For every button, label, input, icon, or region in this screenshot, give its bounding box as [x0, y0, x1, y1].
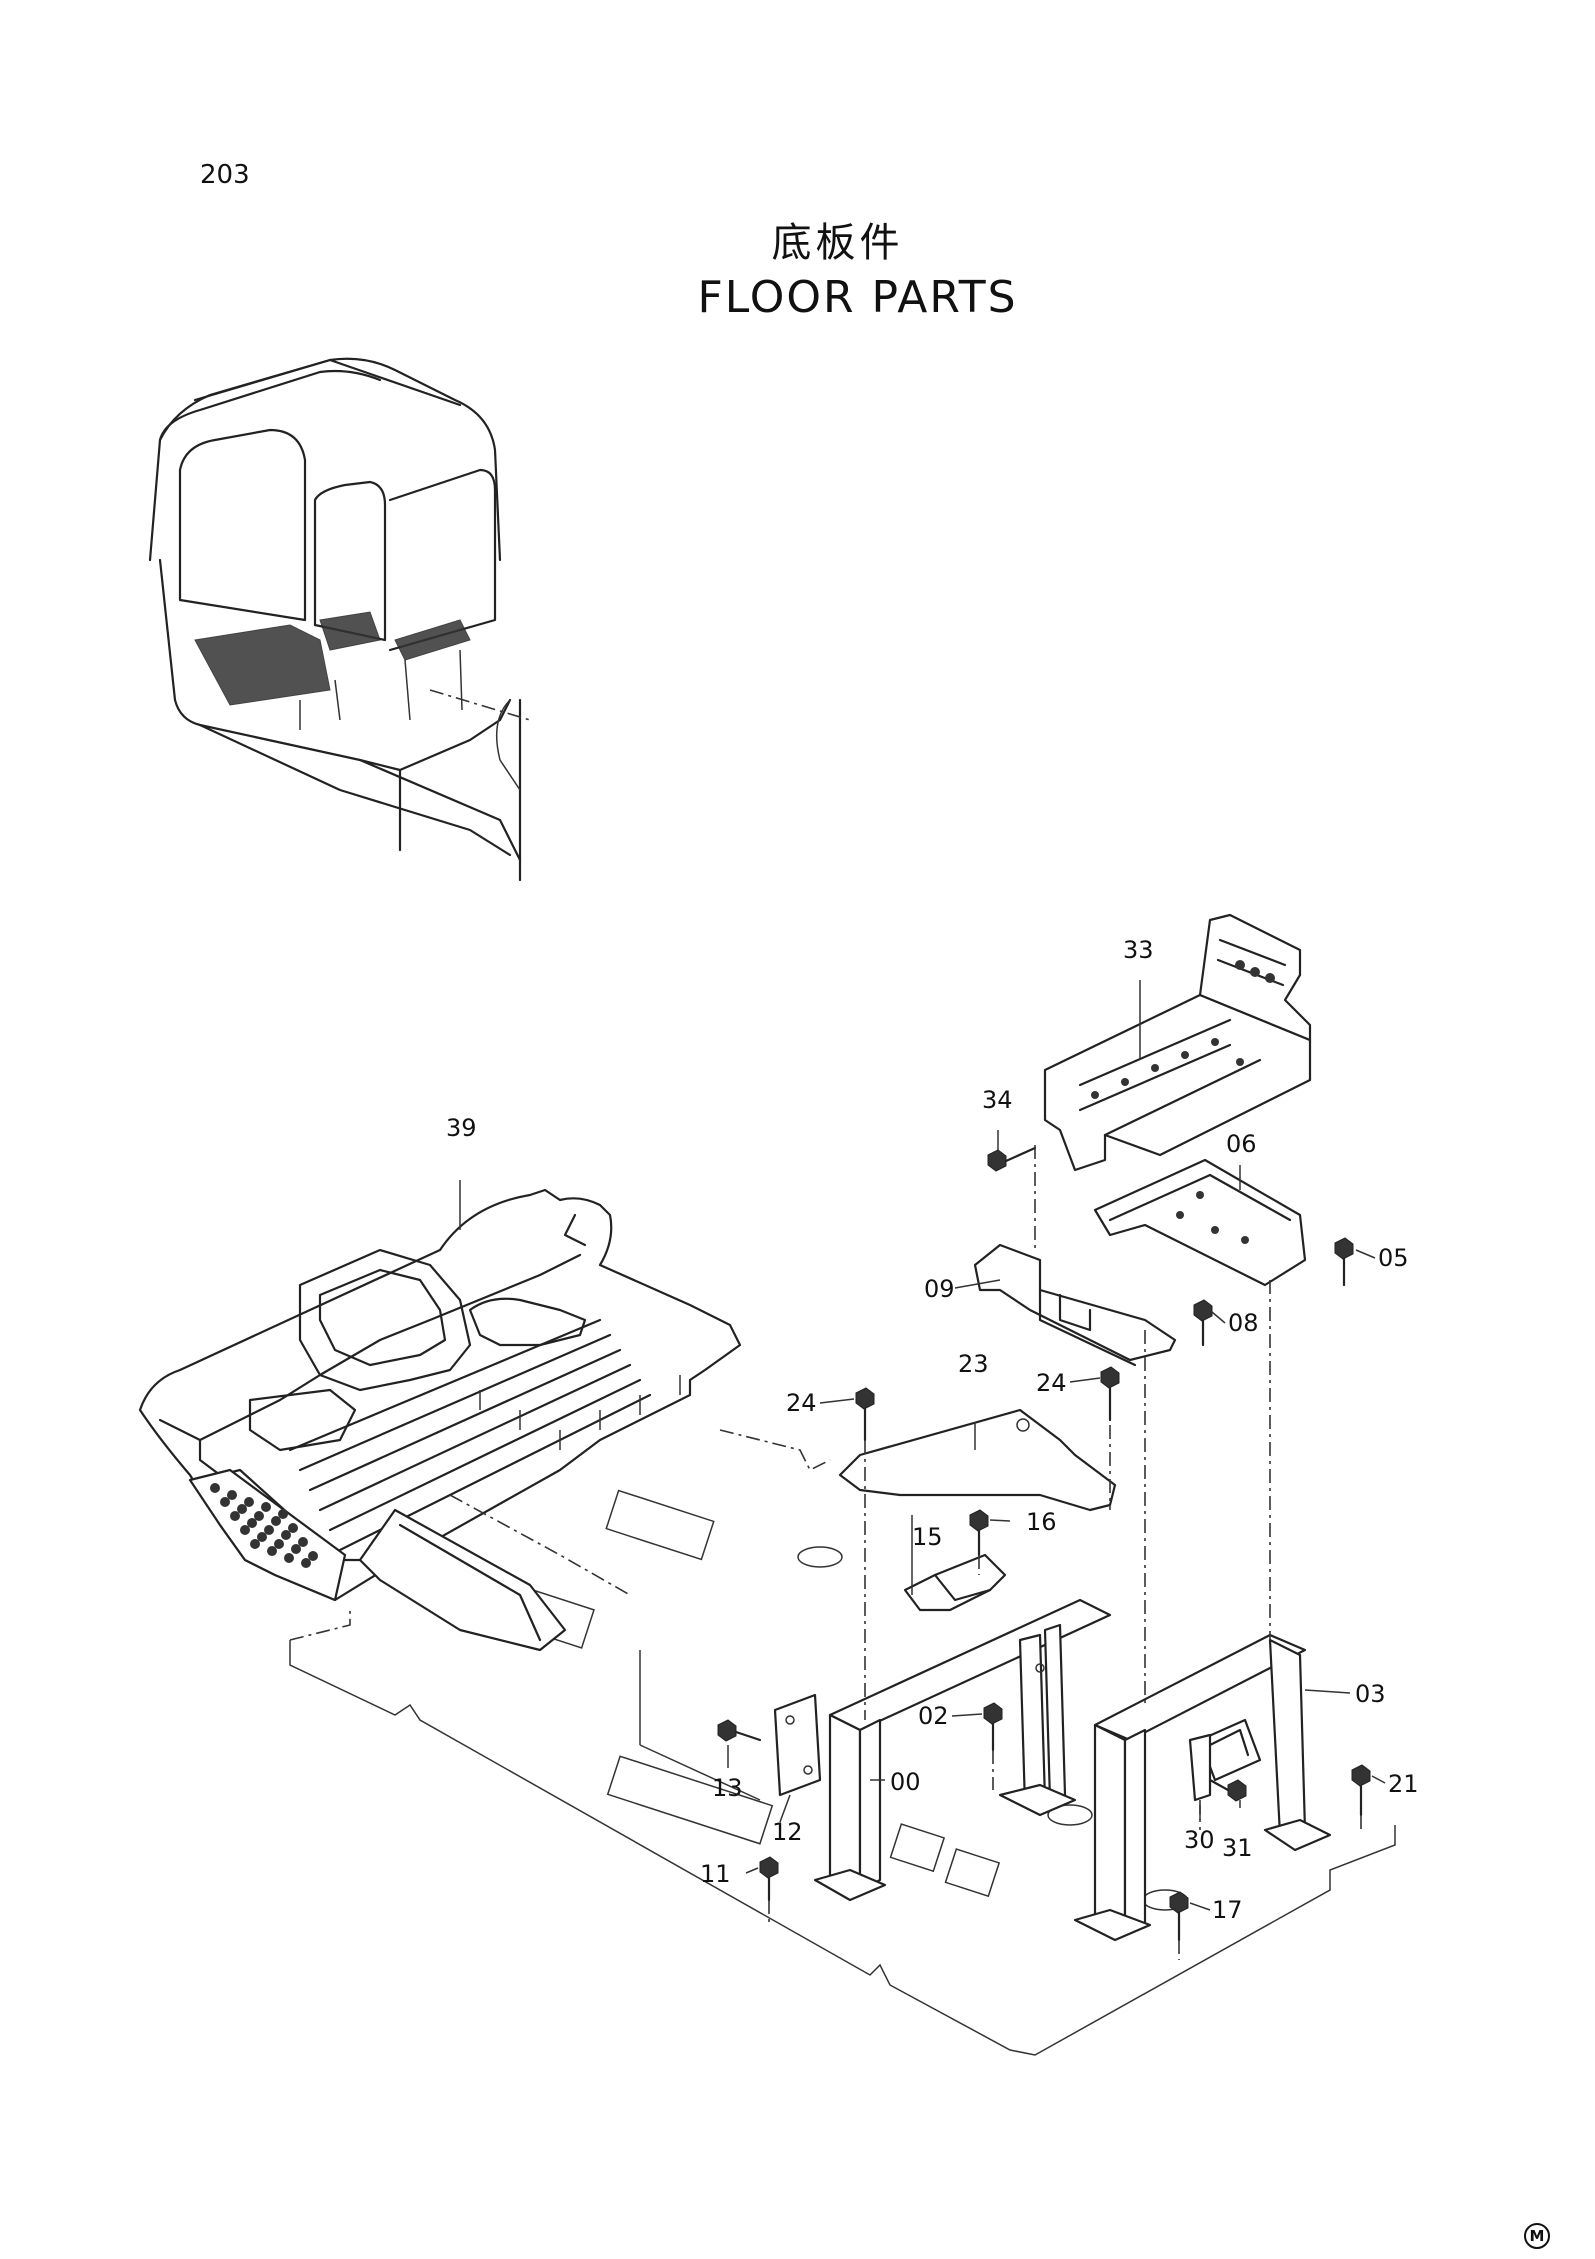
- callout-label: 15: [912, 1523, 943, 1551]
- callout-label: 09: [924, 1275, 955, 1303]
- bolt-24a: [855, 1387, 875, 1442]
- callout-label: 17: [1212, 1896, 1243, 1924]
- part-09-bracket: [973, 1243, 1177, 1367]
- callout-label: 08: [1228, 1309, 1259, 1337]
- part-39-floor-mat: [138, 1188, 742, 1652]
- callout-label: 33: [1123, 936, 1154, 964]
- callout-labels: 00 02 03 05 06 08 09 11 12 13 15 16 17 2…: [446, 936, 1419, 1924]
- callout-label: 39: [446, 1114, 477, 1142]
- bolt-17: [1169, 1891, 1189, 1942]
- part-00-frame: [813, 1598, 1112, 1902]
- part-15-clip: [903, 1553, 1007, 1612]
- bolt-11: [759, 1856, 779, 1902]
- callout-label: 30: [1184, 1826, 1215, 1854]
- callout-label: 02: [918, 1702, 949, 1730]
- callout-label: 03: [1355, 1680, 1386, 1708]
- bolt-05: [1334, 1237, 1354, 1287]
- callout-label: 16: [1026, 1508, 1057, 1536]
- callout-label: 34: [982, 1086, 1013, 1114]
- part-23-gusset: [838, 1408, 1117, 1512]
- part-12-plate: [773, 1693, 822, 1797]
- callout-label: 31: [1222, 1834, 1253, 1862]
- bolts: [717, 1146, 1371, 1942]
- page-number: 203: [200, 160, 250, 190]
- callout-label: 24: [786, 1389, 817, 1417]
- callout-label: 05: [1378, 1244, 1409, 1272]
- callout-label: 24: [1036, 1369, 1067, 1397]
- callout-label: 11: [700, 1860, 731, 1888]
- title-chinese: 底板件: [771, 220, 904, 266]
- callout-label: 00: [890, 1768, 921, 1796]
- part-33-bracket: [1043, 913, 1312, 1172]
- corner-mark-icon: M: [1524, 2223, 1550, 2249]
- bolt-21: [1351, 1764, 1371, 1817]
- bolt-08: [1193, 1299, 1213, 1347]
- bolt-34: [987, 1146, 1037, 1172]
- bolt-16: [969, 1509, 989, 1557]
- callout-label: 23: [958, 1350, 989, 1378]
- bolt-02: [983, 1702, 1003, 1752]
- leader-lines: [459, 980, 1386, 1911]
- bolt-31: [1208, 1778, 1247, 1802]
- callout-label: 21: [1388, 1770, 1419, 1798]
- cab-inset-illustration: [148, 357, 531, 882]
- part-03-frame: [1073, 1633, 1332, 1942]
- bolt-13: [717, 1719, 762, 1742]
- callout-label: 13: [712, 1774, 743, 1802]
- part-06-plate: [1093, 1158, 1307, 1287]
- callout-label: 12: [772, 1818, 803, 1846]
- title-english: FLOOR PARTS: [697, 272, 1018, 323]
- callout-label: 06: [1226, 1130, 1257, 1158]
- bolt-24b: [1100, 1366, 1120, 1422]
